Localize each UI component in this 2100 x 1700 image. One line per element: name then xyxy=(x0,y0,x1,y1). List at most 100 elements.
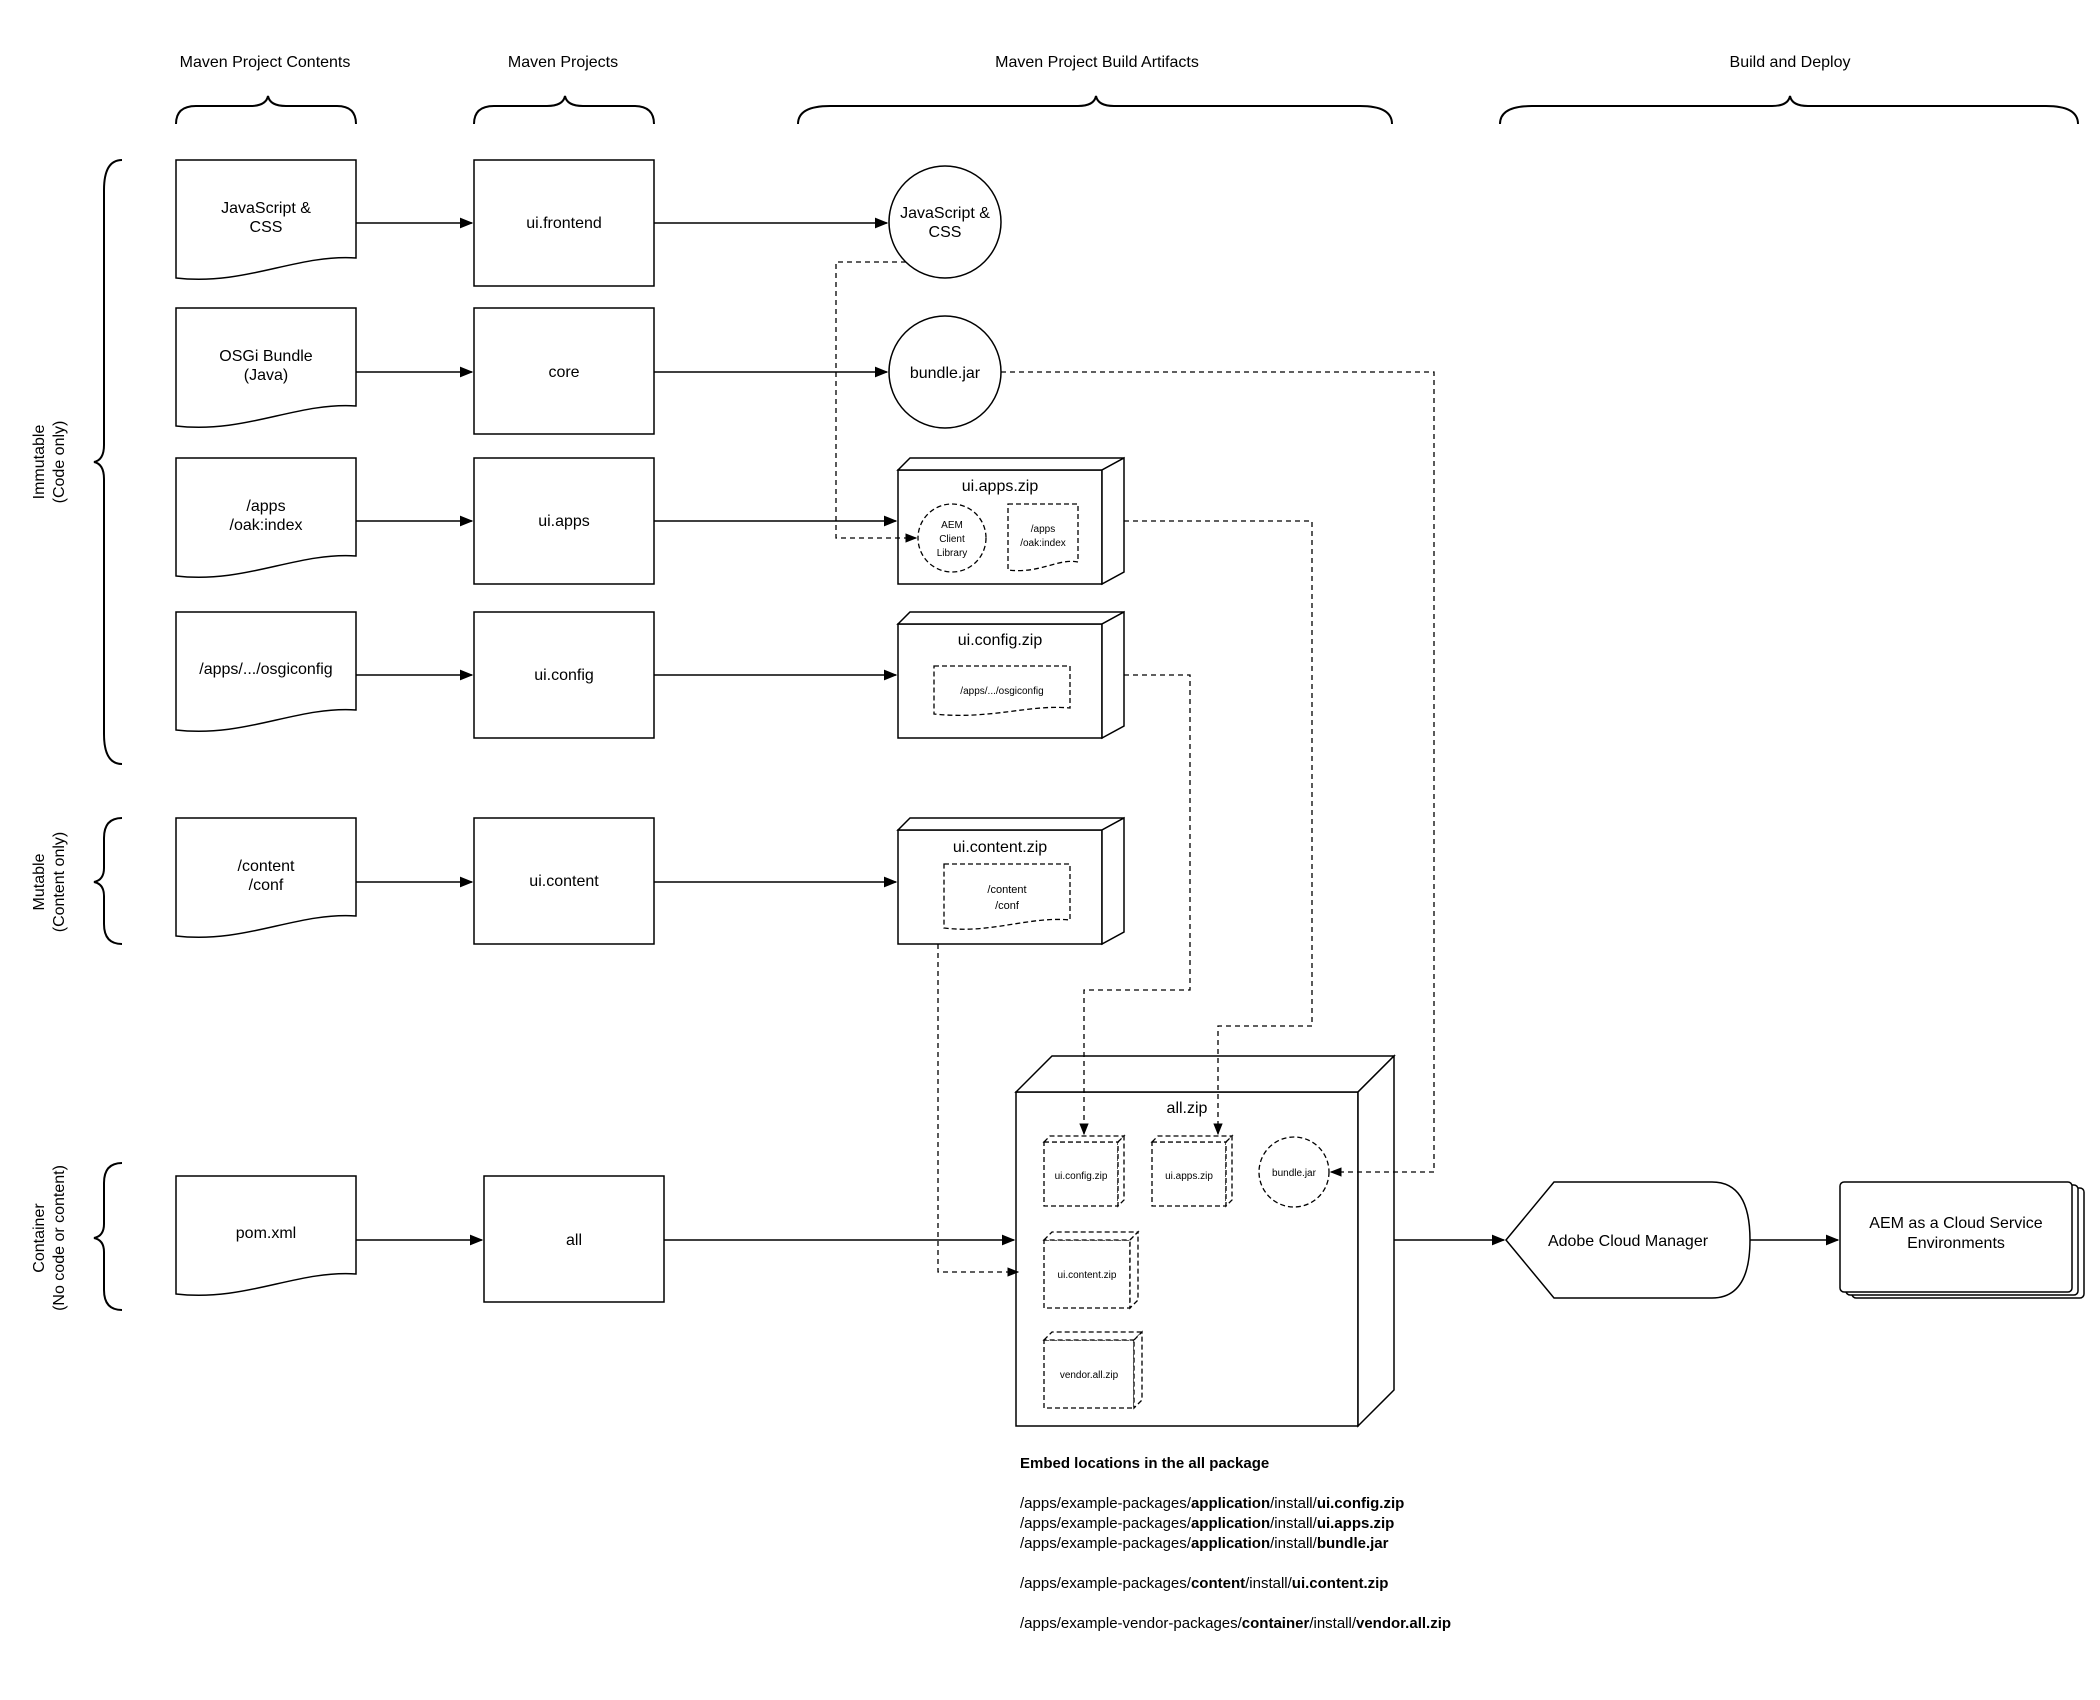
content-zip-doc-line1: /content xyxy=(987,884,1026,896)
embed-line-bundle: /apps/example-packages/application/insta… xyxy=(1020,1535,1389,1552)
embed-line-content-part-0: /apps/example-packages/ xyxy=(1020,1575,1192,1592)
group-container-label: Container xyxy=(31,1203,48,1273)
embed-line-apps-part-1: application xyxy=(1191,1515,1270,1532)
artifact-ui-content-zip-title: ui.content.zip xyxy=(953,839,1047,856)
project-core xyxy=(473,307,655,435)
embed-line-vendor: /apps/example-vendor-packages/container/… xyxy=(1020,1615,1451,1632)
content-doc-osgiconfig-line1: /apps/.../osgiconfig xyxy=(199,661,332,678)
dashed-appszip-to-embedded xyxy=(1124,520,1313,1136)
brace-artifacts xyxy=(797,95,1393,125)
client-library-line2: Client xyxy=(939,534,965,545)
config-zip-doc-line1: /apps/.../osgiconfig xyxy=(960,686,1043,697)
apps-zip-doc-line2: /oak:index xyxy=(1020,538,1066,549)
embed-line-bundle-part-1: application xyxy=(1191,1535,1270,1552)
project-ui-content-label: ui.content xyxy=(529,873,599,890)
project-ui-frontend xyxy=(473,159,655,287)
artifact-js-css-circle xyxy=(888,165,1002,279)
artifact-ui-apps-zip-title: ui.apps.zip xyxy=(962,478,1039,495)
embedded-ui-config-zip-label: ui.config.zip xyxy=(1055,1171,1108,1182)
project-all xyxy=(483,1175,665,1303)
dashed-jscss-to-clientlib xyxy=(835,261,918,543)
embed-line-vendor-part-2: /install/ xyxy=(1309,1615,1357,1632)
client-library-line3: Library xyxy=(937,548,968,559)
embed-line-bundle-part-3: bundle.jar xyxy=(1317,1535,1389,1552)
embed-line-config: /apps/example-packages/application/insta… xyxy=(1020,1495,1404,1512)
dashed-configzip-to-embedded xyxy=(1079,674,1191,1136)
group-immutable-sublabel: (Code only) xyxy=(51,421,68,504)
project-ui-config xyxy=(473,611,655,739)
brace-contents xyxy=(175,95,357,125)
embed-line-bundle-part-0: /apps/example-packages/ xyxy=(1020,1535,1192,1552)
content-doc-js xyxy=(175,159,357,280)
content-zip-doc-line2: /conf xyxy=(995,900,1020,912)
embed-line-bundle-part-2: /install/ xyxy=(1270,1535,1318,1552)
env-label-line2: Environments xyxy=(1907,1235,2005,1252)
dashed-contentzip-to-embedded xyxy=(937,944,1020,1277)
artifact-js-css-line2: CSS xyxy=(929,224,962,241)
brace-deploy xyxy=(1499,95,2079,125)
project-all-label: all xyxy=(566,1232,582,1249)
brace-container xyxy=(93,1162,123,1311)
embedded-ui-apps-zip-label: ui.apps.zip xyxy=(1165,1171,1213,1182)
header-build-and-deploy: Build and Deploy xyxy=(1730,54,1851,71)
content-doc-apps-line2: /oak:index xyxy=(230,517,303,534)
embedded-bundle-jar-circle xyxy=(1258,1136,1330,1208)
embed-line-apps: /apps/example-packages/application/insta… xyxy=(1020,1515,1394,1532)
group-mutable-label: Mutable xyxy=(31,853,48,910)
embed-line-vendor-part-0: /apps/example-vendor-packages/ xyxy=(1020,1615,1243,1632)
dashed-bundle-to-embedded xyxy=(1001,371,1435,1177)
embed-line-content-part-2: /install/ xyxy=(1245,1575,1293,1592)
content-doc-osgiconfig xyxy=(175,611,357,732)
embedded-ui-content-zip-label: ui.content.zip xyxy=(1058,1270,1117,1281)
artifact-bundle-jar-label: bundle.jar xyxy=(910,365,981,382)
project-ui-apps xyxy=(473,457,655,585)
embed-line-content-part-3: ui.content.zip xyxy=(1292,1575,1389,1592)
adobe-cloud-manager-label: Adobe Cloud Manager xyxy=(1548,1233,1709,1250)
group-immutable-label: Immutable xyxy=(31,425,48,500)
all-zip-title: all.zip xyxy=(1167,1100,1208,1117)
env-stack-front xyxy=(1839,1181,2073,1293)
config-zip-doc xyxy=(933,665,1071,717)
content-doc-osgi xyxy=(175,307,357,428)
brace-immutable xyxy=(93,159,123,765)
artifact-ui-config-zip-title: ui.config.zip xyxy=(958,632,1043,649)
content-doc-osgi-line2: (Java) xyxy=(244,367,288,384)
content-doc-apps xyxy=(175,457,357,578)
embed-line-config-part-0: /apps/example-packages/ xyxy=(1020,1495,1192,1512)
embed-line-vendor-part-1: container xyxy=(1242,1615,1310,1632)
embedded-ui-content-zip xyxy=(1042,1230,1140,1310)
project-core-label: core xyxy=(548,364,579,381)
env-label-line1: AEM as a Cloud Service xyxy=(1869,1215,2043,1232)
content-doc-js-line2: CSS xyxy=(250,219,283,236)
project-ui-content xyxy=(473,817,655,945)
header-build-artifacts: Maven Project Build Artifacts xyxy=(995,54,1199,71)
content-doc-content-line2: /conf xyxy=(249,877,284,894)
embed-line-config-part-3: ui.config.zip xyxy=(1317,1495,1405,1512)
content-doc-js-line1: JavaScript & xyxy=(221,200,311,217)
artifact-js-css-line1: JavaScript & xyxy=(900,205,990,222)
content-doc-osgi-line1: OSGi Bundle xyxy=(219,348,312,365)
embed-line-config-part-2: /install/ xyxy=(1270,1495,1318,1512)
brace-mutable xyxy=(93,817,123,945)
embed-line-apps-part-2: /install/ xyxy=(1270,1515,1318,1532)
embedded-ui-apps-zip xyxy=(1150,1134,1234,1208)
apps-zip-doc-line1: /apps xyxy=(1031,524,1055,535)
content-doc-content xyxy=(175,817,357,938)
embedded-vendor-all-zip-label: vendor.all.zip xyxy=(1060,1370,1119,1381)
content-doc-content-line1: /content xyxy=(238,858,295,875)
embed-line-content-part-1: content xyxy=(1191,1575,1245,1592)
group-mutable-sublabel: (Content only) xyxy=(51,832,68,933)
embed-line-apps-part-3: ui.apps.zip xyxy=(1317,1515,1395,1532)
project-ui-apps-label: ui.apps xyxy=(538,513,590,530)
content-doc-pom xyxy=(175,1175,357,1296)
client-library-line1: AEM xyxy=(941,520,963,531)
header-maven-project-contents: Maven Project Contents xyxy=(180,54,351,71)
embedded-bundle-jar-label: bundle.jar xyxy=(1272,1168,1317,1179)
project-ui-frontend-label: ui.frontend xyxy=(526,215,602,232)
embed-line-config-part-1: application xyxy=(1191,1495,1270,1512)
client-library-circle xyxy=(917,503,987,573)
content-doc-apps-line1: /apps xyxy=(246,498,285,515)
brace-projects xyxy=(473,95,655,125)
embed-line-content: /apps/example-packages/content/install/u… xyxy=(1020,1575,1388,1592)
